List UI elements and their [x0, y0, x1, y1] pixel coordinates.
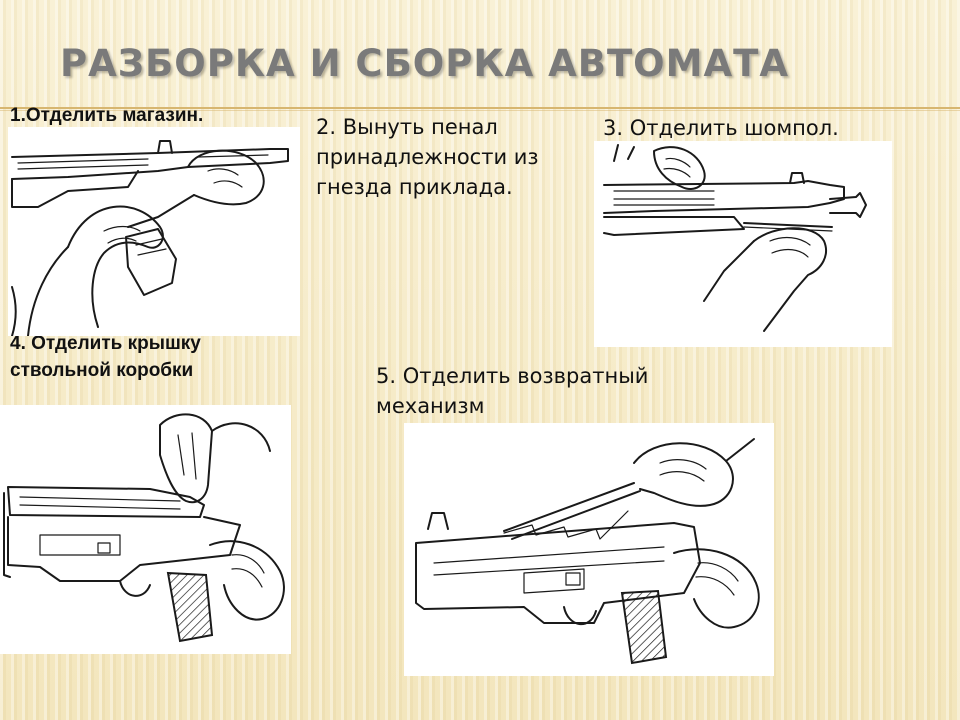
- rifle-spring-drawing: [415, 438, 760, 665]
- step-4-illustration: [0, 405, 291, 654]
- step-5-caption: 5. Отделить возвратный механизм: [376, 364, 649, 418]
- step-1-illustration: [8, 127, 300, 336]
- step-1-caption: 1.Отделить магазин.: [10, 105, 204, 126]
- slide-title: РАЗБОРКА И СБОРКА АВТОМАТА: [60, 42, 789, 85]
- rifle-magazine-drawing: [11, 140, 289, 336]
- step-3-caption: 3. Отделить шомпол.: [603, 116, 839, 140]
- step-3-illustration: [594, 141, 892, 347]
- rifle-cover-drawing: [3, 413, 285, 643]
- step-2-caption: 2. Вынуть пенал принадлежности из гнезда…: [316, 115, 539, 199]
- title-divider: [0, 107, 960, 111]
- step-5-illustration: [404, 423, 774, 676]
- step-4-caption: 4. Отделить крышку ствольной коробки: [10, 333, 201, 381]
- rifle-rod-drawing: [603, 144, 867, 332]
